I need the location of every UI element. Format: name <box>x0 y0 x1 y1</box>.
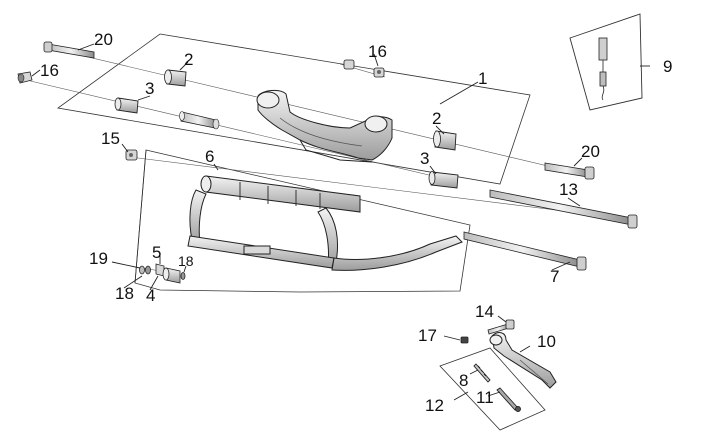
label-part-16-top: 16 <box>368 42 387 61</box>
label-part-18-lower: 18 <box>115 284 134 303</box>
group-frame-12 <box>439 347 546 431</box>
bushing-2-right <box>433 130 457 151</box>
label-part-3-right: 3 <box>420 149 430 168</box>
label-part-11: 11 <box>476 388 494 407</box>
label-part-14: 14 <box>475 302 494 321</box>
nut-17 <box>460 336 469 344</box>
label-part-10: 10 <box>537 332 556 351</box>
label-part-20-right: 20 <box>581 142 600 161</box>
engine-bracket-1 <box>256 89 393 163</box>
bolt-7 <box>463 231 587 271</box>
label-part-6: 6 <box>205 147 215 166</box>
group-frame-9 <box>569 13 643 111</box>
sleeve-3-left <box>114 97 139 114</box>
label-part-9: 9 <box>663 57 673 76</box>
main-stand-6 <box>187 175 463 271</box>
group-frame-6 <box>134 149 471 293</box>
leader-lines <box>31 43 650 401</box>
label-part-13: 13 <box>559 180 578 199</box>
label-part-20-left: 20 <box>94 30 113 49</box>
label-part-15: 15 <box>101 129 120 148</box>
label-part-17: 17 <box>418 326 437 345</box>
pin-11 <box>496 387 521 412</box>
label-part-3-left: 3 <box>145 79 155 98</box>
label-part-18-upper: 18 <box>178 253 194 269</box>
label-part-8: 8 <box>459 371 469 390</box>
bolt-20-right <box>544 162 595 180</box>
nut-16-left <box>17 71 33 84</box>
small-parts-left <box>139 263 186 284</box>
bolt-20-left <box>43 41 95 59</box>
label-part-2-left: 2 <box>184 50 194 69</box>
bushing-2-left <box>164 69 187 87</box>
label-part-7: 7 <box>550 267 560 286</box>
label-part-12: 12 <box>425 396 444 415</box>
bolt-14 <box>487 319 515 335</box>
label-part-19: 19 <box>89 249 108 268</box>
spring-kit-9 <box>598 37 608 101</box>
spacer-middle <box>179 111 220 130</box>
label-part-4: 4 <box>146 286 156 305</box>
bolt-13 <box>489 189 638 229</box>
spring-8 <box>473 363 491 383</box>
label-part-2-right: 2 <box>432 109 442 128</box>
sleeve-3-right <box>428 171 459 189</box>
label-part-5: 5 <box>152 243 162 262</box>
nut-15 <box>125 149 138 161</box>
group-frame-1 <box>56 33 531 185</box>
side-stand-10 <box>489 332 557 389</box>
nut-16-top <box>343 59 385 78</box>
label-part-16-left: 16 <box>40 61 59 80</box>
label-part-1: 1 <box>478 69 488 88</box>
